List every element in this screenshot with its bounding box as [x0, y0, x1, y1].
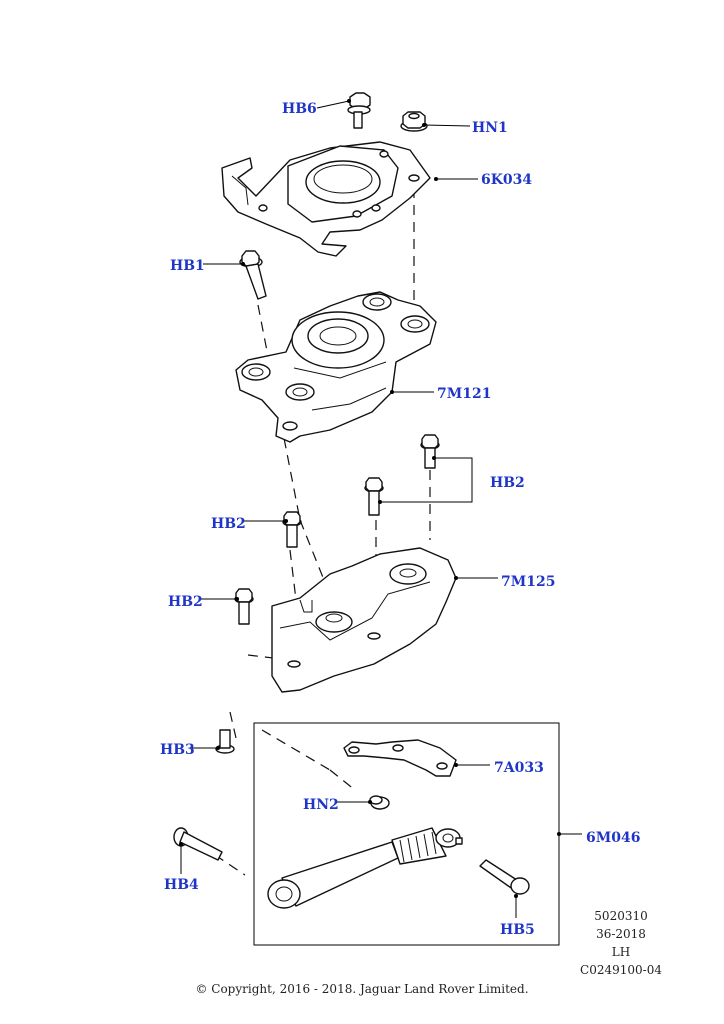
drawing-number: 5020310 [594, 909, 648, 923]
callout-7m121[interactable]: 7M121 [437, 386, 491, 402]
copyright-notice: © Copyright, 2016 - 2018. Jaguar Land Ro… [195, 982, 529, 996]
callout-7a033[interactable]: 7A033 [494, 760, 544, 776]
drawing-side: LH [611, 945, 631, 959]
leader-lines [179, 99, 582, 918]
drawing-info: 5020310 36-2018 LH C0249100-04 [580, 907, 662, 979]
callout-hn2[interactable]: HN2 [303, 797, 339, 813]
engine-mount-7m121[interactable] [235, 291, 437, 443]
callout-6m046[interactable]: 6M046 [586, 830, 640, 846]
callout-hb2-left[interactable]: HB2 [168, 594, 203, 610]
callout-hb5[interactable]: HB5 [500, 922, 535, 938]
bolt-hb2-right-lower[interactable] [364, 477, 384, 516]
bolt-hb3[interactable] [215, 729, 235, 754]
callout-hb4[interactable]: HB4 [164, 877, 199, 893]
callout-7m125[interactable]: 7M125 [501, 574, 555, 590]
bolt-hb6[interactable] [347, 92, 371, 129]
bolt-hb2-right-upper[interactable] [420, 434, 440, 469]
callout-hb6[interactable]: HB6 [282, 101, 317, 117]
bracket-7a033[interactable] [343, 739, 457, 777]
callout-hb2-right[interactable]: HB2 [490, 475, 525, 491]
assembly-dash-lines [214, 188, 431, 876]
bolt-hb2-mid[interactable] [282, 511, 302, 548]
bracket-7m125[interactable] [271, 547, 457, 693]
bolt-hb5[interactable] [479, 859, 530, 895]
torque-rod[interactable] [267, 827, 463, 909]
callout-hb2-mid[interactable]: HB2 [211, 516, 246, 532]
nut-hn2[interactable] [369, 795, 390, 810]
callout-6k034[interactable]: 6K034 [481, 172, 532, 188]
drawing-date: 36-2018 [596, 927, 646, 941]
callout-hb1[interactable]: HB1 [170, 258, 205, 274]
bracket-6k034[interactable] [221, 141, 431, 257]
bolt-hb2-left[interactable] [234, 588, 254, 625]
callout-hb3[interactable]: HB3 [160, 742, 195, 758]
drawing-code: C0249100-04 [580, 963, 662, 977]
callout-hn1[interactable]: HN1 [472, 120, 508, 136]
nut-hn1[interactable] [400, 111, 428, 132]
bolt-hb1[interactable] [239, 250, 267, 300]
